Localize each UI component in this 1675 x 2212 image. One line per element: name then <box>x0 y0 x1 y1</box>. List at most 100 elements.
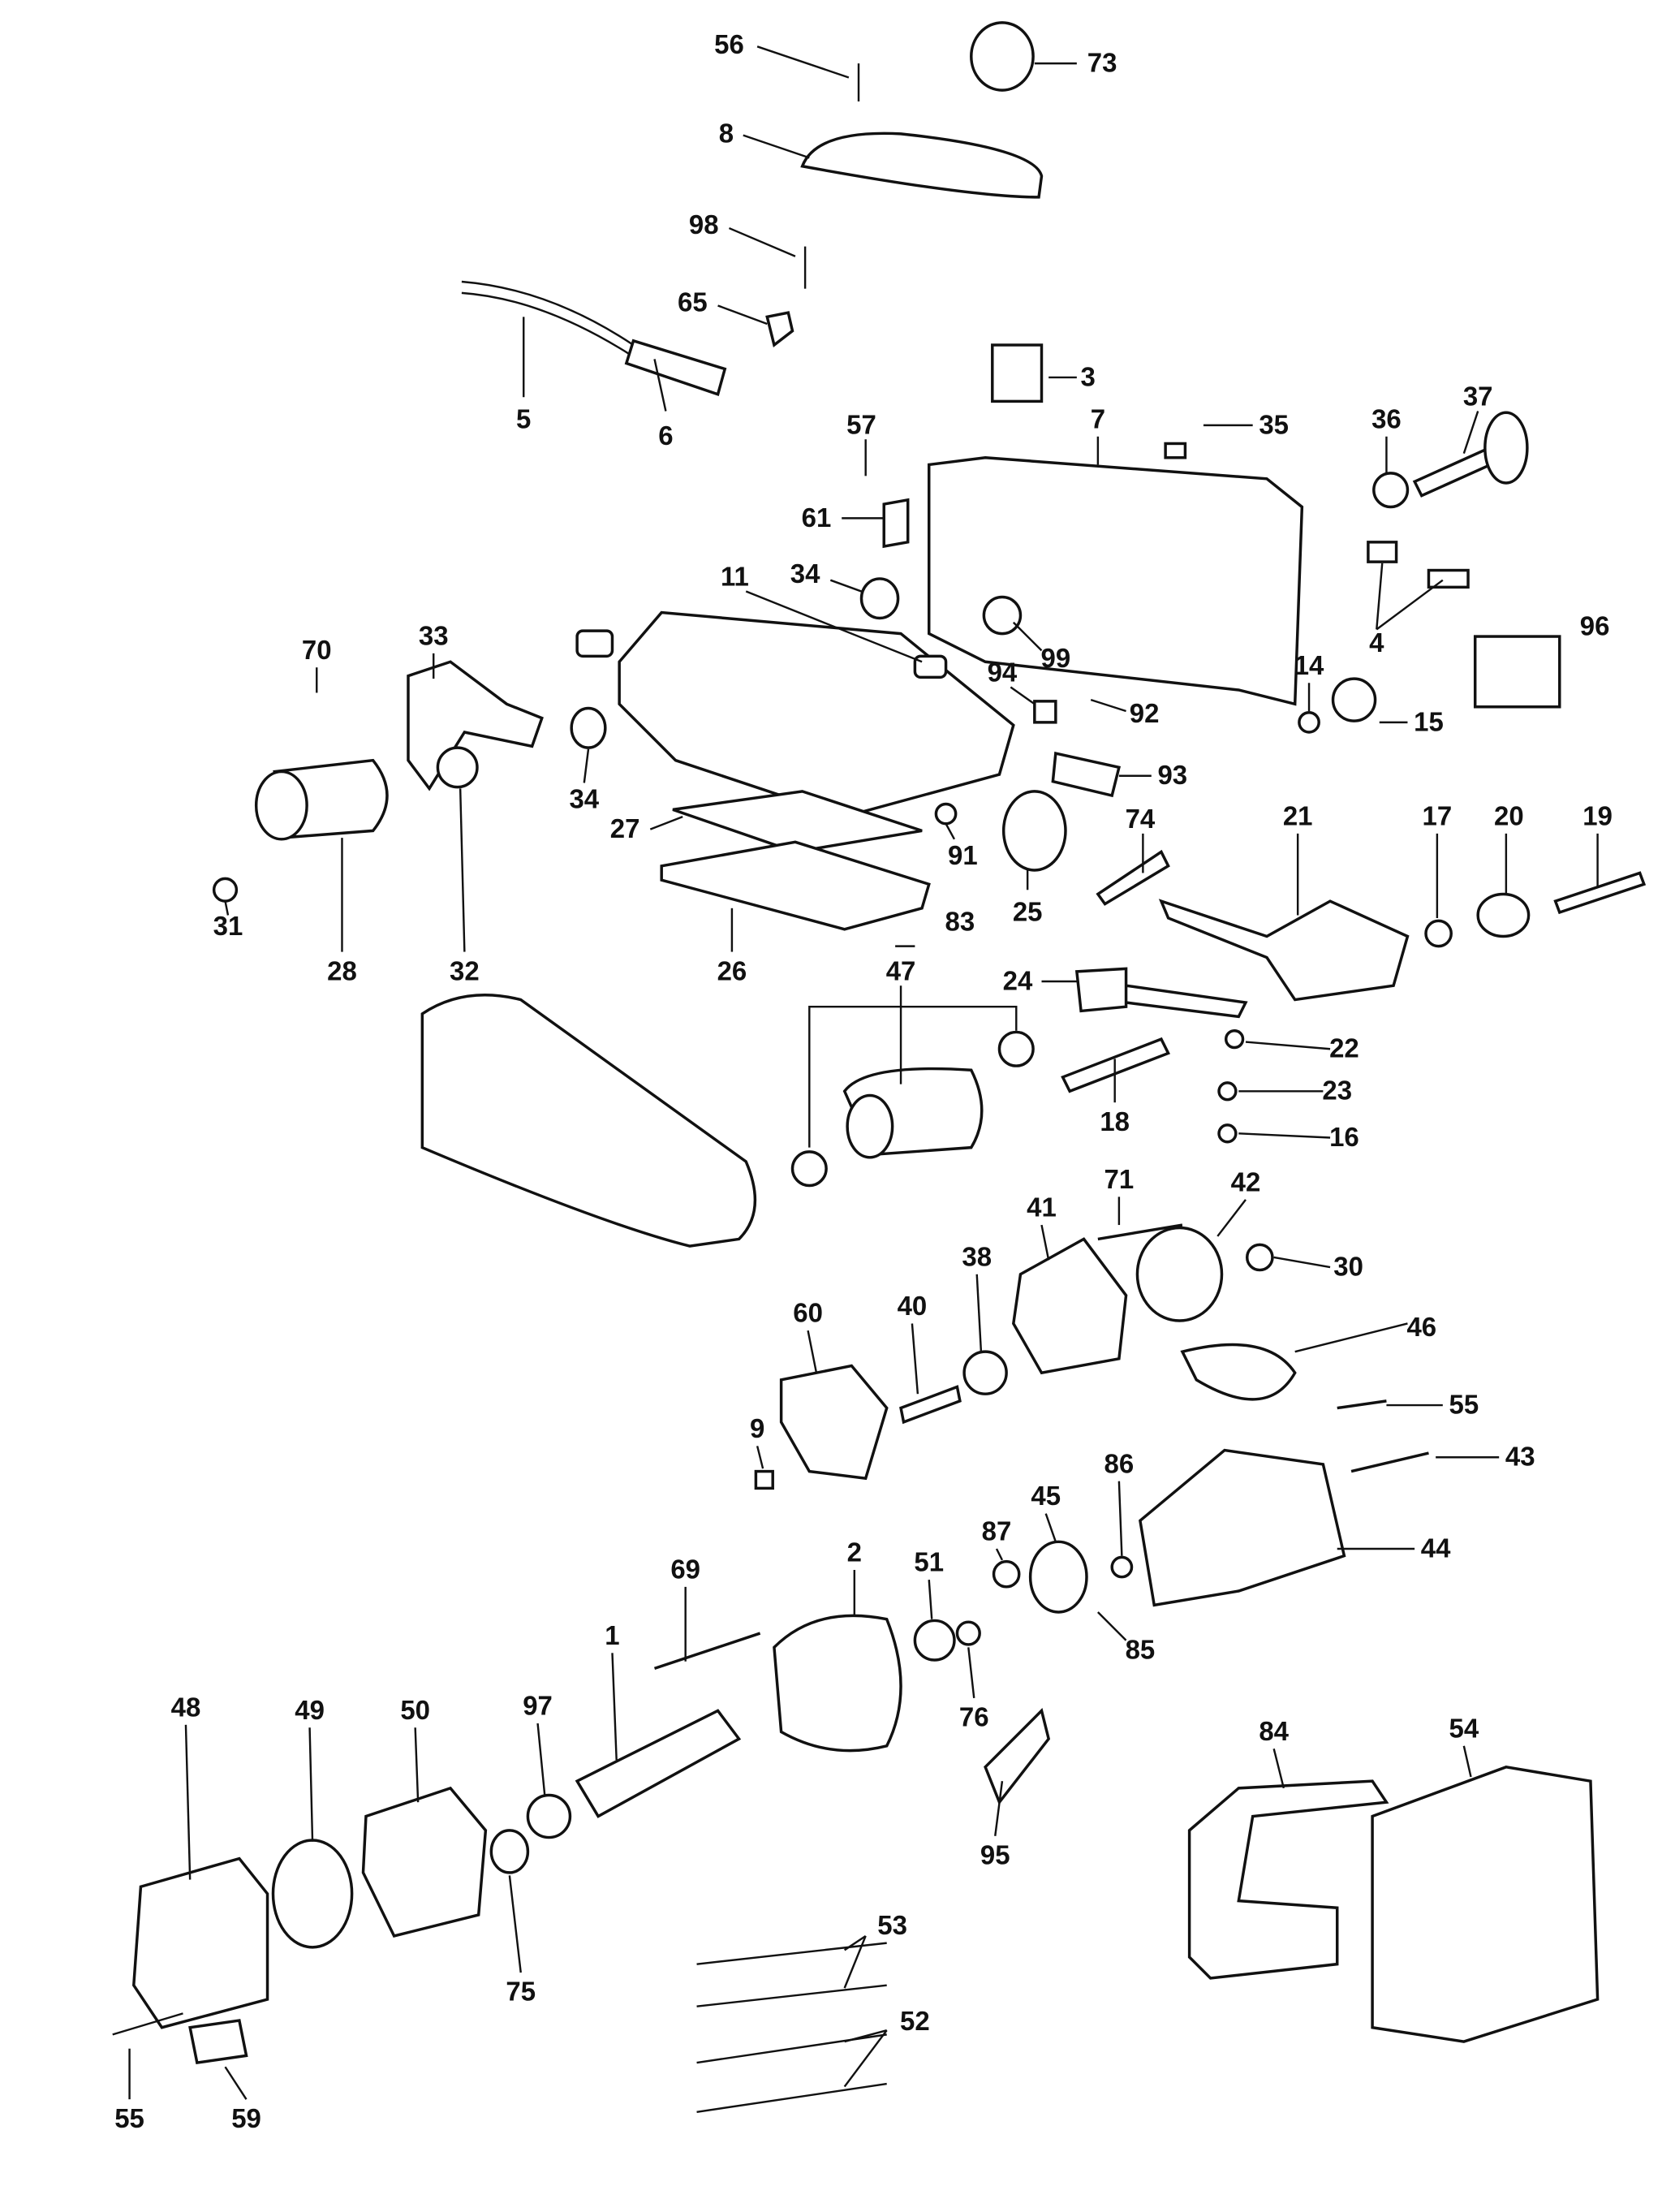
leader-line <box>184 1724 192 1880</box>
part-label-24: 24 <box>1003 965 1033 995</box>
leader-line <box>745 590 923 663</box>
part-label-96 <box>1473 635 1561 709</box>
part-gear-37 <box>1483 411 1529 485</box>
leader-line <box>1216 1199 1247 1237</box>
part-bearing-38 <box>962 1350 1008 1395</box>
part-label-57: 57 <box>846 409 876 439</box>
leader-line <box>1010 686 1036 705</box>
part-armature-1 <box>575 1709 742 1818</box>
part-bracket-50 <box>361 1786 488 1938</box>
part-cable-5 <box>461 280 635 356</box>
part-bush-47b <box>997 1030 1035 1067</box>
leader-line <box>995 1548 1004 1561</box>
part-washer-32 <box>436 746 479 789</box>
part-label-61: 61 <box>802 502 832 533</box>
part-label-92: 92 <box>1130 698 1160 728</box>
part-35 <box>1164 442 1187 459</box>
part-brush-holder-4 <box>1367 541 1398 563</box>
part-label-32: 32 <box>450 955 480 985</box>
part-leads-52 <box>696 2033 887 2113</box>
leader-line <box>1294 1322 1408 1353</box>
part-switch-3 <box>991 343 1044 403</box>
part-clip-17 <box>1424 919 1453 948</box>
leader-line <box>459 788 466 952</box>
leader-line <box>928 1580 933 1619</box>
part-label-2: 2 <box>847 1537 862 1567</box>
part-label-52: 52 <box>900 2006 930 2036</box>
part-nut-30 <box>1245 1243 1274 1272</box>
part-label-9: 9 <box>750 1413 764 1443</box>
part-label-70: 70 <box>302 635 332 665</box>
part-label-69: 69 <box>670 1554 700 1584</box>
leader-line <box>1462 1745 1472 1778</box>
part-label-86: 86 <box>1104 1448 1135 1478</box>
part-label-50: 50 <box>400 1695 430 1725</box>
part-label-37: 37 <box>1463 382 1493 412</box>
leader-line <box>583 748 590 783</box>
leader-line <box>1040 1224 1050 1261</box>
part-label-47: 47 <box>886 955 916 985</box>
leader-line <box>1012 621 1043 652</box>
part-label-55: 55 <box>1449 1389 1479 1419</box>
part-case-54 <box>1371 1766 1600 2043</box>
leader-line <box>967 1647 975 1698</box>
part-gear-45 <box>1028 1540 1088 1614</box>
part-washer-14 <box>1298 710 1320 734</box>
part-label-28: 28 <box>327 955 357 985</box>
part-guard-84 <box>1187 1779 1389 1980</box>
part-label-44: 44 <box>1421 1533 1451 1563</box>
part-bracket-21 <box>1158 899 1410 1002</box>
part-74 <box>1096 849 1170 906</box>
part-nut-31 <box>212 877 239 903</box>
part-99 <box>982 595 1023 636</box>
part-95 <box>984 1708 1051 1805</box>
part-platen-26 <box>660 840 931 931</box>
part-label-35: 35 <box>1259 409 1289 439</box>
part-label-56: 56 <box>714 29 744 59</box>
part-screw-43 <box>1350 1451 1429 1473</box>
leader-line <box>807 1330 818 1373</box>
part-label-6: 6 <box>658 420 673 451</box>
part-label-91: 91 <box>948 840 978 870</box>
part-22 <box>1224 1028 1245 1050</box>
part-label-41: 41 <box>1027 1192 1057 1222</box>
part-label-99: 99 <box>1041 643 1071 673</box>
part-label-73: 73 <box>1087 48 1117 78</box>
part-label-85: 85 <box>1126 1634 1156 1664</box>
leader-line <box>756 45 850 79</box>
part-gasket-60 <box>779 1364 889 1481</box>
part-label-43: 43 <box>1505 1442 1535 1472</box>
part-label-45: 45 <box>1031 1481 1061 1511</box>
part-screw-55a <box>1337 1399 1387 1410</box>
part-label-18: 18 <box>1100 1106 1130 1136</box>
part-label-16: 16 <box>1329 1122 1359 1152</box>
part-label-46: 46 <box>1406 1312 1436 1342</box>
part-pad-11b <box>913 654 948 679</box>
part-label-42: 42 <box>1231 1166 1261 1197</box>
part-label-95: 95 <box>980 1840 1010 1870</box>
part-label-22: 22 <box>1329 1033 1359 1063</box>
part-label-53: 53 <box>877 1910 907 1940</box>
leader-line <box>536 1723 546 1796</box>
leader-line <box>1238 1132 1331 1139</box>
leader-line <box>911 1323 919 1395</box>
part-label-49: 49 <box>295 1695 325 1725</box>
part-label-15: 15 <box>1414 706 1444 736</box>
part-label-11: 11 <box>721 562 749 592</box>
parts-drawings <box>112 21 1647 2113</box>
part-label-84: 84 <box>1259 1716 1289 1746</box>
part-bush-47a <box>790 1150 828 1188</box>
part-label-60: 60 <box>793 1298 823 1328</box>
leader-line <box>843 1934 867 1951</box>
leader-line <box>1273 1256 1331 1269</box>
leader-line <box>1097 1611 1127 1641</box>
leader-bracket-47 <box>808 985 1018 1148</box>
leader-line <box>829 579 862 593</box>
part-brush-4 <box>1427 568 1470 589</box>
part-61 <box>882 498 910 549</box>
part-label-7: 7 <box>1091 403 1105 433</box>
part-label-14: 14 <box>1294 650 1324 680</box>
leader-line <box>844 2029 888 2043</box>
leader-line <box>743 134 810 159</box>
